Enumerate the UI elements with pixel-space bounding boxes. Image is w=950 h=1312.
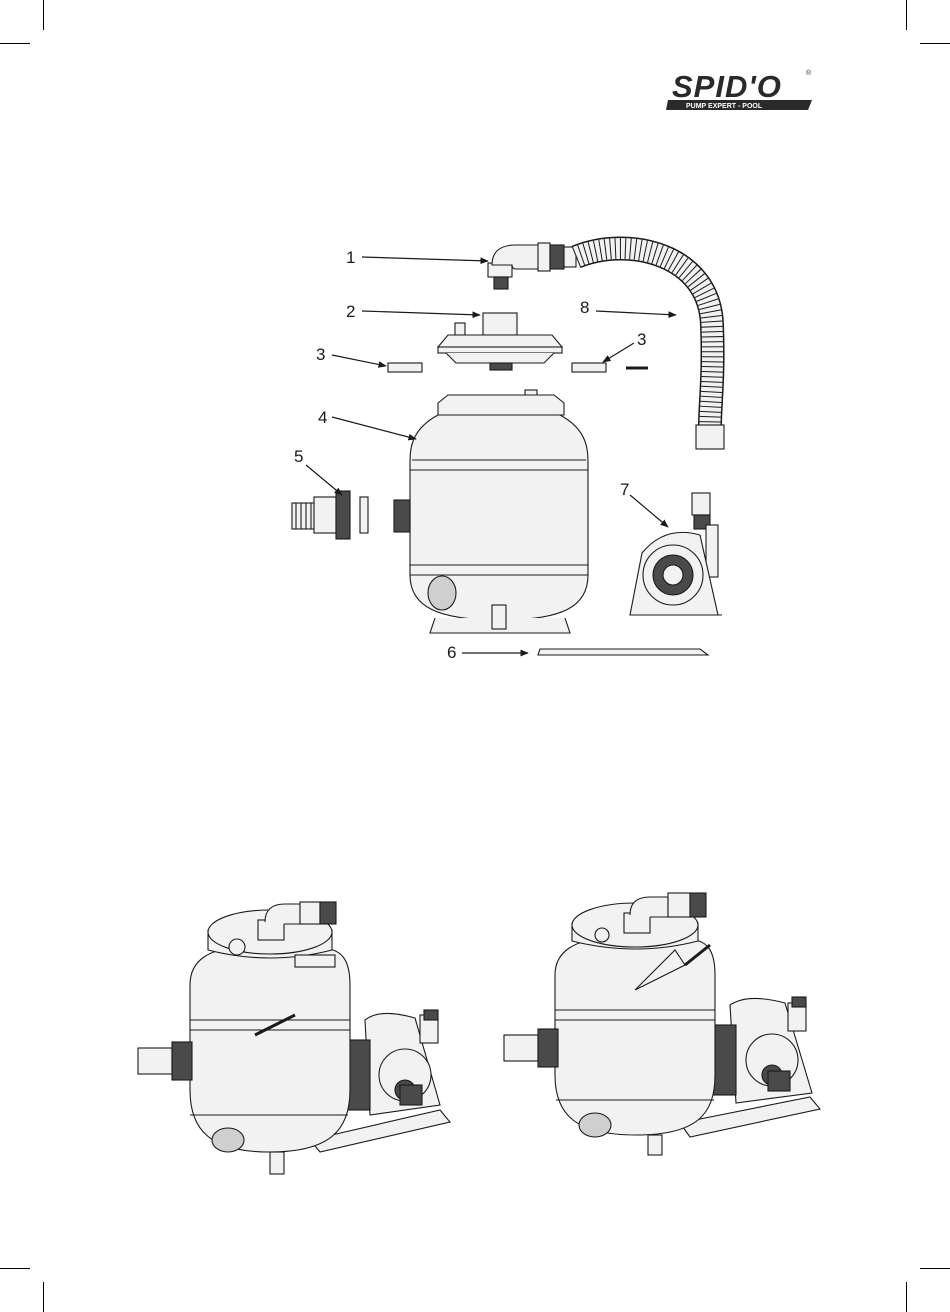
- crop-mark: [43, 0, 44, 30]
- filter-tank: [394, 390, 588, 633]
- clamp-left: [388, 363, 422, 372]
- crop-mark: [43, 1282, 44, 1312]
- callout-6: 6: [447, 644, 456, 661]
- callout-4: 4: [318, 409, 327, 426]
- hose-adapter: [292, 491, 368, 539]
- clamp-right: [572, 363, 606, 372]
- callout-2: 2: [346, 303, 355, 320]
- assembled-filter-view-left: [130, 890, 460, 1180]
- base-plate: [538, 649, 708, 655]
- callout-5: 5: [294, 448, 303, 465]
- crop-mark: [0, 1268, 30, 1269]
- crop-mark: [906, 0, 907, 30]
- crop-mark: [920, 43, 950, 44]
- exploded-parts-diagram: [270, 235, 750, 670]
- brand-logo: SPID'O ® PUMP EXPERT - POOL: [666, 66, 814, 116]
- callout-3-right: 3: [637, 331, 646, 348]
- filter-lid: [438, 313, 562, 370]
- crop-mark: [0, 43, 30, 44]
- brand-tagline: PUMP EXPERT - POOL: [686, 103, 763, 110]
- crop-mark: [920, 1268, 950, 1269]
- elbow-connector: [488, 243, 576, 289]
- callout-1: 1: [346, 249, 355, 266]
- brand-name: SPID'O: [672, 69, 782, 104]
- registered-mark: ®: [806, 69, 812, 77]
- corrugated-hose: [576, 248, 724, 449]
- pump-unit: [630, 493, 722, 615]
- callout-8: 8: [580, 299, 589, 316]
- callout-7: 7: [620, 481, 629, 498]
- assembled-filter-view-right: [500, 885, 830, 1165]
- callout-3-left: 3: [316, 346, 325, 363]
- crop-mark: [906, 1282, 907, 1312]
